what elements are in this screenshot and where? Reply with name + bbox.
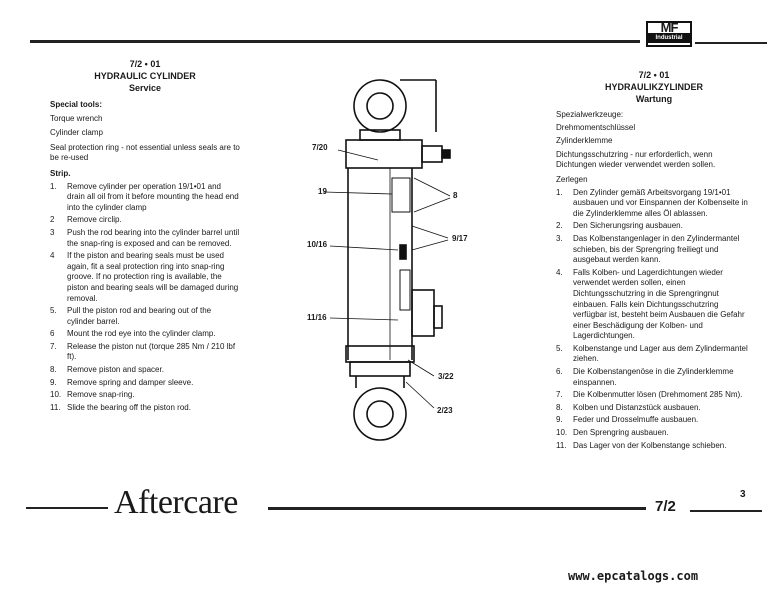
list-item: 5.Pull the piston rod and bearing out of… — [50, 306, 212, 326]
aftercare-brand: Aftercare — [114, 484, 238, 521]
right-strip-heading: Zerlegen — [556, 174, 588, 184]
diagram-label: 2/23 — [437, 406, 453, 415]
diagram-label: 3/22 — [438, 372, 454, 381]
bottom-eye-outer — [353, 387, 407, 441]
list-item: 9.Remove spring and damper sleeve. — [50, 377, 194, 387]
head-port — [421, 145, 443, 163]
list-item: 8.Kolben und Distanzstück ausbauen. — [556, 402, 701, 412]
footer-rule-right — [690, 510, 762, 512]
left-tool: Torque wrench — [50, 113, 103, 123]
end-cap — [349, 361, 411, 377]
diagram-label: 9/17 — [452, 234, 468, 243]
left-tool: Seal protection ring - not essential unl… — [50, 142, 240, 163]
leader-line — [405, 381, 435, 409]
header-rule-right — [695, 42, 767, 44]
right-tool: Dichtungsschutzring - nur erforderlich, … — [556, 149, 716, 170]
list-item: 10.Den Sprengring ausbauen. — [556, 428, 669, 438]
right-steps-list: 1.Den Zylinder gemäß Arbeitsvorgang 19/1… — [556, 188, 752, 452]
list-item: 6.Die Kolbenstangenöse in die Zylinderkl… — [556, 367, 734, 387]
left-column: 7/2 • 01 HYDRAULIC CYLINDER Service Spec… — [50, 58, 240, 415]
left-subtitle: Service — [128, 83, 162, 93]
list-item: 9.Feder und Drosselmuffe ausbauen. — [556, 415, 699, 425]
side-port — [411, 289, 435, 337]
right-subtitle: Wartung — [635, 94, 673, 104]
hydraulic-cylinder-diagram — [323, 79, 451, 441]
left-tool: Cylinder clamp — [50, 128, 103, 138]
leader-line — [323, 191, 393, 195]
header-rule — [30, 40, 640, 43]
list-item: 11.Das Lager von der Kolbenstange schieb… — [556, 440, 727, 450]
leader-line — [407, 359, 435, 377]
list-item: 1.Remove cylinder per operation 19/1•01 … — [50, 181, 239, 212]
leader-line — [329, 245, 399, 251]
left-strip-heading: Strip. — [50, 168, 71, 178]
diagram-label: 10/16 — [307, 240, 328, 249]
leader-line — [411, 225, 449, 239]
leader-line — [413, 197, 451, 213]
page-code: 7/2 — [655, 498, 676, 515]
website-link[interactable]: www.epcatalogs.com — [568, 569, 699, 583]
leader-line — [337, 149, 379, 161]
mf-industrial-logo: MF Industrial — [646, 21, 692, 47]
bottom-collar — [345, 345, 415, 363]
list-item: 5.Kolbenstange und Lager aus dem Zylinde… — [556, 343, 748, 364]
leader-line — [411, 239, 449, 251]
right-tools-heading: Spezialwerkzeuge: — [556, 110, 624, 119]
cylinder-head — [345, 139, 423, 169]
right-tool: Drehmomentschlüssel — [556, 122, 636, 132]
left-title: HYDRAULIC CYLINDER — [94, 71, 196, 81]
port-plug — [441, 149, 451, 159]
right-column: 7/2 • 01 HYDRAULIKZYLINDER Wartung Spezi… — [556, 69, 752, 453]
top-eye-inner — [366, 92, 394, 120]
list-item: 11.Slide the bearing off the piston rod. — [50, 402, 191, 412]
list-item: 7.Die Kolbenmutter lösen (Drehmoment 285… — [556, 390, 743, 400]
right-title: HYDRAULIKZYLINDER — [605, 82, 703, 92]
list-item: 4.Falls Kolben- und Lagerdichtungen wied… — [556, 267, 745, 341]
list-item: 2.Den Sicherungsring ausbauen. — [556, 221, 683, 231]
right-section-number: 7/2 • 01 — [638, 70, 670, 80]
piston — [399, 269, 411, 311]
left-tools-heading: Special tools: — [50, 100, 103, 109]
footer-rule-left — [26, 507, 108, 509]
bottom-eye-inner — [366, 400, 394, 428]
page-number: 3 — [740, 489, 746, 500]
top-eye-outer — [353, 79, 407, 133]
footer-rule-mid — [268, 507, 646, 510]
diagram-label: 11/16 — [307, 313, 327, 322]
leader-line — [329, 317, 399, 321]
right-tool: Zylinderklemme — [556, 136, 613, 146]
bearing — [391, 177, 411, 213]
diagram-label: 7/20 — [312, 143, 328, 152]
seal — [399, 244, 407, 260]
diagram-label: 8 — [453, 191, 458, 200]
side-port-cap — [433, 305, 443, 329]
list-item: 7.Release the piston nut (torque 285 Nm … — [50, 341, 236, 362]
diagram-label: 19 — [318, 187, 327, 196]
logo-mark: MF — [660, 20, 679, 35]
leader-line — [413, 177, 451, 197]
list-item: 1.Den Zylinder gemäß Arbeitsvorgang 19/1… — [556, 187, 748, 218]
list-item: 10.Remove snap-ring. — [50, 390, 135, 400]
left-section-number: 7/2 • 01 — [129, 59, 161, 69]
logo-sub: Industrial — [648, 33, 690, 43]
list-item: 3.Das Kolbenstangenlager in den Zylinder… — [556, 233, 740, 265]
left-steps-list: 1.Remove cylinder per operation 19/1•01 … — [50, 182, 240, 414]
list-item: 8.Remove piston and spacer. — [50, 365, 164, 375]
